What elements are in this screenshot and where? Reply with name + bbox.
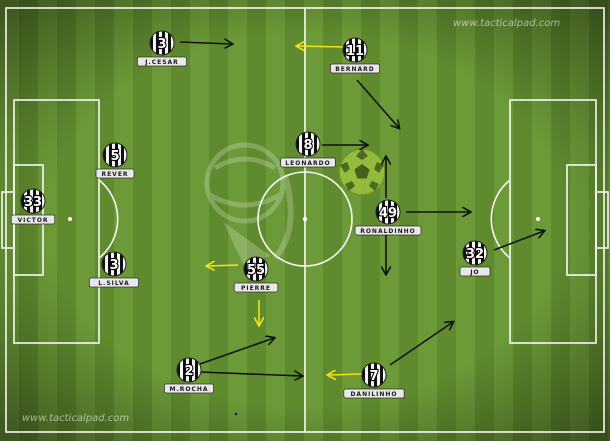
player-number: 2 <box>184 364 193 379</box>
watermark-bottom: www.tacticalpad.com <box>22 413 129 424</box>
player-shirt <box>20 188 46 214</box>
player-token[interactable]: 2 M.ROCHA <box>163 357 214 394</box>
player-token[interactable]: 5 REVER <box>95 142 135 179</box>
right-penalty-arc <box>490 179 511 259</box>
player-number: 32 <box>466 247 484 262</box>
player-name-plate <box>343 388 405 399</box>
trophy-logo-watermark <box>204 142 294 266</box>
arrow-danilinho-left <box>328 374 363 375</box>
arrow-mrocha-up <box>199 338 274 365</box>
center-circle <box>257 171 353 267</box>
player-name: VICTOR <box>17 217 48 224</box>
pitch-dot <box>234 412 238 416</box>
arrow-jcesar <box>179 42 232 44</box>
player-number: 7 <box>369 369 378 384</box>
player-token[interactable]: 33 VICTOR <box>10 188 56 225</box>
player-shirt <box>361 362 387 388</box>
arrow-mrocha-right <box>199 372 302 376</box>
player-number: 5 <box>110 149 119 164</box>
player-name-plate <box>95 168 135 179</box>
player-name: REVER <box>101 171 128 178</box>
arrow-bernard-run <box>356 79 399 128</box>
player-number: 3 <box>157 37 166 52</box>
player-number: 49 <box>379 206 397 221</box>
player-number: 3 <box>109 258 118 273</box>
player-token[interactable]: 8 LEONARDO <box>280 131 336 168</box>
player-shirt <box>102 142 128 168</box>
football-icon <box>338 148 386 196</box>
player-number: 55 <box>247 263 265 278</box>
right-goal <box>595 191 609 249</box>
player-name-plate <box>89 277 140 288</box>
player-token[interactable]: 11 BERNARD <box>329 37 380 74</box>
arrow-bernard <box>297 46 345 47</box>
player-name: J.CESAR <box>144 59 179 66</box>
players: 33 VICTOR 5 REVER 3 L.SILVA 3 J.CESAR 11… <box>10 30 491 399</box>
player-shirt <box>149 30 175 56</box>
player-name-plate <box>233 282 279 293</box>
player-token[interactable]: 49 RONALDINHO <box>354 199 422 236</box>
player-name: PIERRE <box>241 285 271 292</box>
player-name-plate <box>136 56 187 67</box>
right-penalty-spot <box>536 217 540 221</box>
player-name: DANILINHO <box>350 391 397 398</box>
player-number: 8 <box>303 138 312 153</box>
arrow-jo <box>493 231 544 251</box>
player-shirt <box>462 240 488 266</box>
player-name: BERNARD <box>335 66 375 73</box>
player-name-plate <box>329 63 380 74</box>
player-name-plate <box>163 383 214 394</box>
player-name: JO <box>469 269 479 276</box>
center-spot <box>302 216 308 222</box>
player-shirt <box>295 131 321 157</box>
player-token[interactable]: 3 L.SILVA <box>89 251 140 288</box>
player-name-plate <box>459 266 491 277</box>
player-name: L.SILVA <box>98 280 130 287</box>
left-penalty-arc <box>98 179 119 259</box>
player-name-plate <box>10 214 56 225</box>
player-token[interactable]: 3 J.CESAR <box>136 30 187 67</box>
player-number: 33 <box>24 195 42 210</box>
left-penalty-spot <box>68 217 72 221</box>
movement-arrows <box>179 42 544 376</box>
player-token[interactable]: 32 JO <box>459 240 491 277</box>
player-shirt <box>176 357 202 383</box>
player-shirt <box>101 251 127 277</box>
watermark-top: www.tacticalpad.com <box>453 18 560 29</box>
arrow-danilinho-run <box>389 322 453 366</box>
player-shirt <box>375 199 401 225</box>
player-name: RONALDINHO <box>360 228 416 235</box>
player-number: 11 <box>346 44 364 59</box>
player-shirt <box>342 37 368 63</box>
player-name-plate <box>280 157 336 168</box>
player-name: LEONARDO <box>285 160 330 167</box>
player-token[interactable]: 55 PIERRE <box>233 256 279 293</box>
player-name-plate <box>354 225 422 236</box>
player-token[interactable]: 7 DANILINHO <box>343 362 405 399</box>
player-shirt <box>243 256 269 282</box>
player-name: M.ROCHA <box>169 386 208 393</box>
arrow-pierre-left <box>207 265 239 266</box>
